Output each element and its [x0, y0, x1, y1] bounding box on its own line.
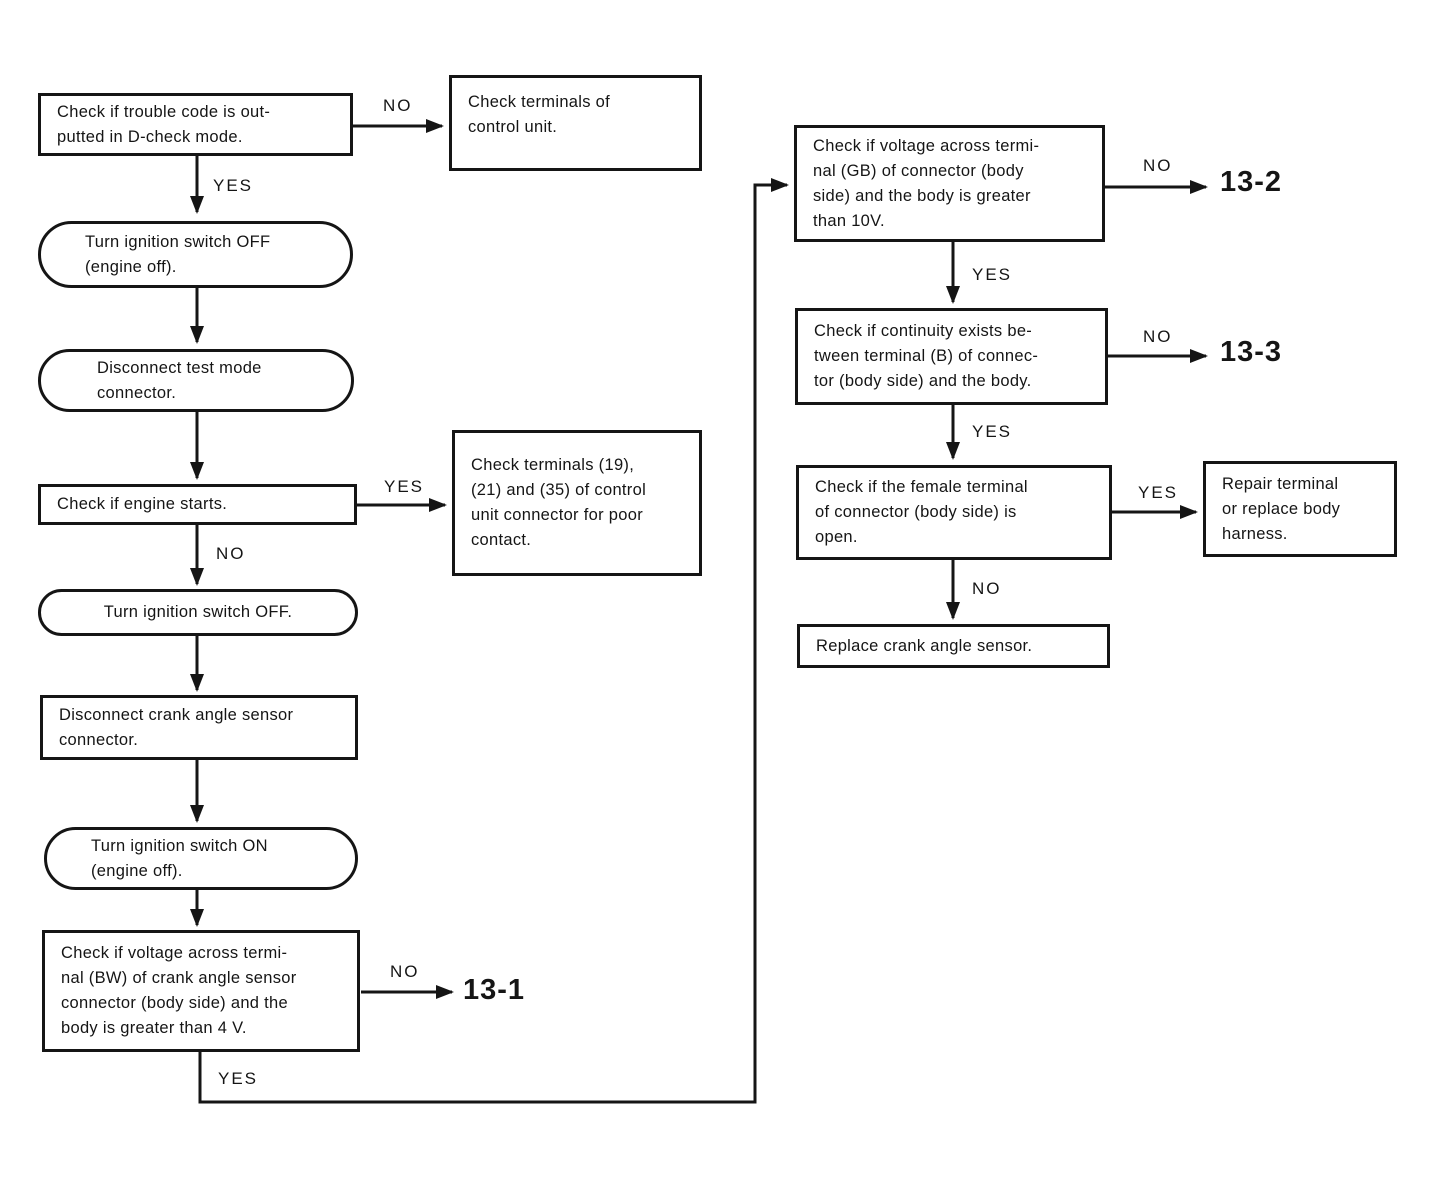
edge-label-no-voltage-bw: NO	[390, 962, 420, 981]
node-disconnect-crank-sensor: Disconnect crank angle sensor connector.	[40, 695, 358, 760]
node-voltage-gb-text: Check if voltage across termi- nal (GB) …	[813, 136, 1040, 230]
edge-label-yes-continuity-b: YES	[972, 422, 1013, 441]
edge-label-yes-voltage-gb: YES	[972, 265, 1013, 284]
node-ignition-off-engine-off: Turn ignition switch OFF (engine off).	[38, 221, 353, 288]
node-continuity-b-text: Check if continuity exists be- tween ter…	[814, 322, 1039, 390]
node-check-terminals-19-21-35: Check terminals (19), (21) and (35) of c…	[452, 430, 702, 576]
node-check-engine-starts: Check if engine starts.	[38, 484, 357, 525]
node-female-terminal: Check if the female terminal of connecto…	[796, 465, 1112, 560]
edge-label-no-voltage-gb: NO	[1143, 156, 1173, 175]
node-ignition-off-text: Turn ignition switch OFF.	[103, 603, 293, 621]
node-check-terminals-control-unit: Check terminals of control unit.	[449, 75, 702, 171]
edge-label-yes-voltage-bw: YES	[218, 1069, 259, 1088]
edge-label-yes-engine-starts: YES	[384, 477, 425, 496]
node-check-trouble-code-text: Check if trouble code is out- putted in …	[57, 102, 271, 146]
node-voltage-bw-text: Check if voltage across termi- nal (BW) …	[61, 944, 297, 1037]
node-check-engine-starts-text: Check if engine starts.	[57, 495, 228, 513]
edge-label-no-engine-starts: NO	[216, 544, 246, 563]
node-check-trouble-code: Check if trouble code is out- putted in …	[38, 93, 353, 156]
edge-label-no-trouble-code: NO	[383, 96, 413, 115]
node-check-terminals-19-21-35-text: Check terminals (19), (21) and (35) of c…	[471, 456, 647, 549]
node-voltage-bw: Check if voltage across termi- nal (BW) …	[42, 930, 360, 1052]
node-check-terminals-control-unit-text: Check terminals of control unit.	[468, 93, 611, 136]
node-voltage-gb: Check if voltage across termi- nal (GB) …	[794, 125, 1105, 242]
node-repair-terminal-text: Repair terminal or replace body harness.	[1222, 474, 1341, 543]
node-replace-sensor-text: Replace crank angle sensor.	[816, 636, 1033, 655]
node-female-terminal-text: Check if the female terminal of connecto…	[815, 478, 1028, 546]
node-ignition-off: Turn ignition switch OFF.	[38, 589, 358, 636]
node-continuity-b: Check if continuity exists be- tween ter…	[795, 308, 1108, 405]
edge-label-yes-female-terminal: YES	[1138, 483, 1179, 502]
node-replace-sensor: Replace crank angle sensor.	[797, 624, 1110, 668]
edge-label-no-female-terminal: NO	[972, 579, 1002, 598]
node-disconnect-test-mode-text: Disconnect test mode connector.	[97, 358, 262, 402]
ref-13-3: 13-3	[1220, 336, 1283, 368]
node-ignition-off-engine-off-text: Turn ignition switch OFF (engine off).	[85, 232, 271, 276]
node-disconnect-crank-sensor-text: Disconnect crank angle sensor connector.	[59, 705, 294, 749]
ref-13-1: 13-1	[463, 974, 526, 1006]
node-disconnect-test-mode: Disconnect test mode connector.	[38, 349, 354, 412]
ref-13-2: 13-2	[1220, 166, 1283, 198]
node-repair-terminal: Repair terminal or replace body harness.	[1203, 461, 1397, 557]
node-ignition-on-engine-off: Turn ignition switch ON (engine off).	[44, 827, 358, 890]
node-ignition-on-engine-off-text: Turn ignition switch ON (engine off).	[91, 836, 268, 880]
edge-label-no-continuity-b: NO	[1143, 327, 1173, 346]
edge-label-yes-trouble-code: YES	[213, 176, 254, 195]
